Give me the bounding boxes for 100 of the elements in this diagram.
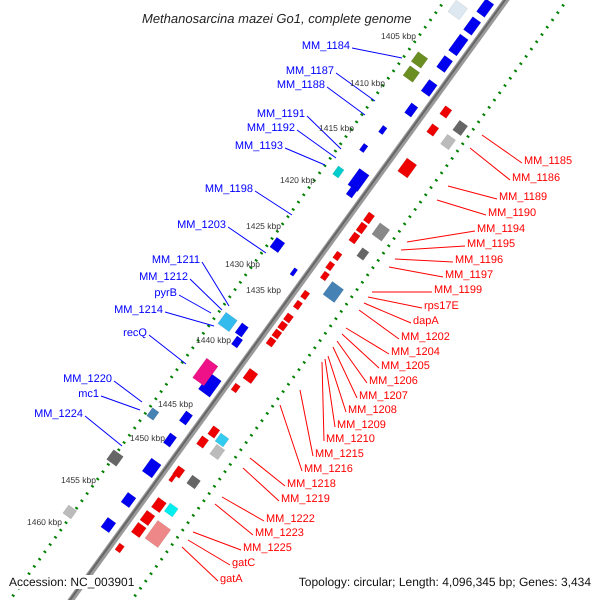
leader-line <box>222 496 264 522</box>
leader-line <box>306 116 342 150</box>
gene-label: MM_1191 <box>256 107 305 121</box>
leader-line <box>300 390 314 456</box>
leader-line <box>250 458 286 486</box>
position-tick-label: 1460 kbp <box>27 517 62 527</box>
leader-line <box>352 48 402 58</box>
leader-line <box>192 532 242 550</box>
leader-line <box>336 72 376 102</box>
leader-line <box>336 340 368 384</box>
gene-label: pyrB <box>154 286 177 300</box>
leader-line <box>148 334 186 364</box>
leader-line <box>190 278 222 310</box>
gene-label: recQ <box>123 326 147 340</box>
gene-label: MM_1184 <box>302 39 350 53</box>
leader-line <box>400 246 466 250</box>
leader-line <box>448 186 498 200</box>
gene-label: gatC <box>232 556 256 570</box>
leader-line <box>332 346 358 398</box>
gene-label: MM_1208 <box>348 403 397 417</box>
gene-label: MM_1189 <box>499 190 548 204</box>
leader-line <box>228 226 266 254</box>
gene-label: MM_1205 <box>381 359 430 373</box>
gene-label: MM_1222 <box>266 512 315 526</box>
leader-line <box>114 380 142 402</box>
position-tick-label: 1420 kbp <box>280 175 315 185</box>
position-tick-label: 1415 kbp <box>319 123 354 133</box>
leader-line <box>326 86 366 116</box>
position-tick-label: 1445 kbp <box>158 399 193 409</box>
gene-label: MM_1190 <box>488 206 536 220</box>
leader-line <box>188 540 230 566</box>
accession-text: Accession: NC_003901 <box>8 575 136 589</box>
leader-line <box>242 468 280 502</box>
gene-label: MM_1195 <box>467 237 516 251</box>
leader-line <box>346 328 390 354</box>
leader-line <box>284 148 326 166</box>
position-tick-label: 1405 kbp <box>381 31 416 41</box>
gene-label: MM_1214 <box>114 303 163 317</box>
genome-summary-text: Topology: circular; Length: 4,096,345 bp; Genes: 3,434 <box>298 575 592 589</box>
position-tick-label: 1450 kbp <box>130 433 165 443</box>
leader-line <box>436 200 486 216</box>
leader-line <box>280 404 302 472</box>
gene-label: MM_1211 <box>152 253 200 267</box>
leader-line <box>470 148 510 180</box>
position-tick-label: 1410 kbp <box>350 78 385 88</box>
gene-label: MM_1194 <box>477 222 526 236</box>
gene-label: MM_1185 <box>524 154 572 168</box>
position-tick-label: 1425 kbp <box>246 221 281 231</box>
leader-line <box>364 302 412 324</box>
leader-line <box>84 416 122 446</box>
leader-line <box>164 312 214 326</box>
gene-label: MM_1199 <box>434 283 482 297</box>
position-tick-label: 1435 kbp <box>246 285 281 295</box>
position-tick-label: 1430 kbp <box>225 259 260 269</box>
gene-label: MM_1224 <box>34 407 83 421</box>
leader-line <box>394 258 454 262</box>
leader-line <box>214 504 254 536</box>
gene-label: MM_1212 <box>139 270 188 284</box>
diagram-title: Methanosarcina mazei Go1, complete genome <box>142 10 412 28</box>
leader-line <box>358 310 400 340</box>
leader-line <box>406 230 476 242</box>
gene-label: MM_1216 <box>304 462 353 476</box>
gene-label: MM_1204 <box>391 345 440 359</box>
gene-label: MM_1188 <box>276 78 325 92</box>
gene-label: MM_1218 <box>287 477 336 491</box>
gene-label: gatA <box>220 572 243 586</box>
leader-line <box>296 130 336 158</box>
gene-label: MM_1215 <box>315 447 364 461</box>
gene-label: MM_1198 <box>204 182 253 196</box>
gene-label: MM_1203 <box>177 218 226 232</box>
gene-label: rps17E <box>424 299 459 313</box>
gene-label: dapA <box>413 314 439 328</box>
leader-line <box>388 266 444 278</box>
gene-label: MM_1197 <box>445 268 494 282</box>
gene-label: MM_1225 <box>243 541 292 555</box>
leader-line <box>178 294 212 314</box>
gene-label: MM_1186 <box>512 171 560 185</box>
leader-line <box>482 134 522 164</box>
position-tick-label: 1440 kbp <box>196 335 231 345</box>
gene-label: MM_1219 <box>281 492 330 506</box>
gene-label: MM_1187 <box>286 64 334 78</box>
gene-label: MM_1220 <box>63 372 112 386</box>
gene-label: MM_1223 <box>255 526 304 540</box>
leader-line <box>100 396 140 410</box>
gene-label: MM_1192 <box>246 121 295 135</box>
leader-line <box>322 362 324 442</box>
leader-line <box>368 296 422 308</box>
leader-line <box>254 190 292 216</box>
leader-line <box>202 262 230 306</box>
gene-label: mc1 <box>78 387 99 401</box>
gene-label: MM_1196 <box>455 253 504 267</box>
leader-line <box>324 358 336 428</box>
gene-label: MM_1209 <box>337 418 386 432</box>
gene-label: MM_1206 <box>369 374 418 388</box>
leader-line <box>342 334 380 368</box>
gene-label: MM_1202 <box>401 330 450 344</box>
gene-label: MM_1210 <box>326 432 375 446</box>
gene-label: MM_1207 <box>359 389 408 403</box>
leader-line <box>182 546 218 582</box>
gene-label: MM_1193 <box>234 139 283 153</box>
